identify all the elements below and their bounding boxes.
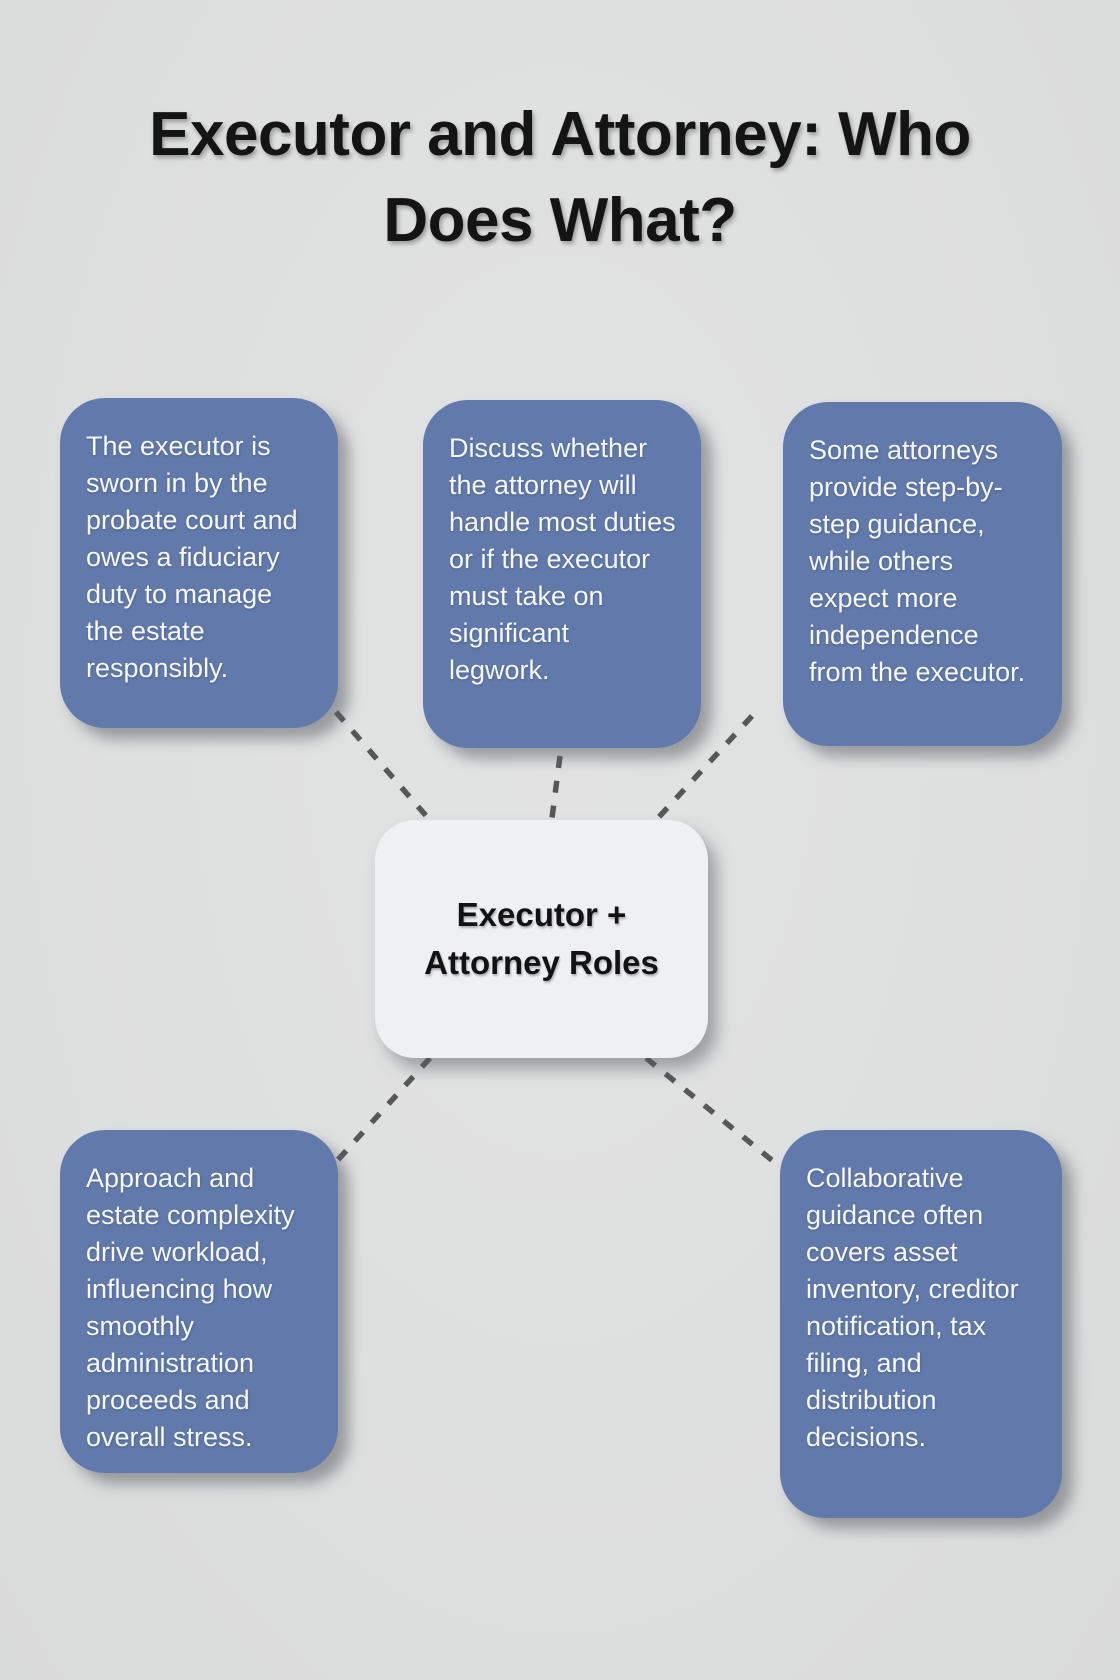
infobox-top-left-text: The executor is sworn in by the probate … — [86, 431, 298, 683]
infobox-top-right: Some attorneys provide step-by-step guid… — [783, 402, 1062, 746]
connector-center-to-bottom-left — [333, 1056, 433, 1164]
connector-top-middle-to-center — [549, 755, 563, 819]
infobox-bottom-right: Collaborative guidance often covers asse… — [780, 1130, 1062, 1518]
infobox-top-left: The executor is sworn in by the probate … — [60, 398, 338, 728]
infobox-bottom-left: Approach and estate complexity drive wor… — [60, 1130, 338, 1473]
center-node-line-1: Executor + — [456, 896, 627, 933]
page-title-line-1: Executor and Attorney: Who — [149, 100, 971, 169]
connector-center-to-bottom-right — [644, 1055, 786, 1173]
center-node-line-2: Attorney Roles — [424, 944, 659, 981]
infobox-top-right-text: Some attorneys provide step-by-step guid… — [809, 435, 1026, 687]
infobox-top-middle: Discuss whether the attorney will handle… — [423, 400, 701, 748]
infobox-bottom-left-text: Approach and estate complexity drive wor… — [86, 1163, 295, 1452]
center-node: Executor + Attorney Roles — [375, 820, 708, 1058]
connector-top-left-to-center — [333, 710, 431, 820]
infobox-top-middle-text: Discuss whether the attorney will handle… — [449, 433, 676, 685]
page-title: Executor and Attorney: Who Does What? — [60, 92, 1060, 264]
page-title-line-2: Does What? — [383, 186, 737, 255]
infobox-bottom-right-text: Collaborative guidance often covers asse… — [806, 1163, 1019, 1452]
